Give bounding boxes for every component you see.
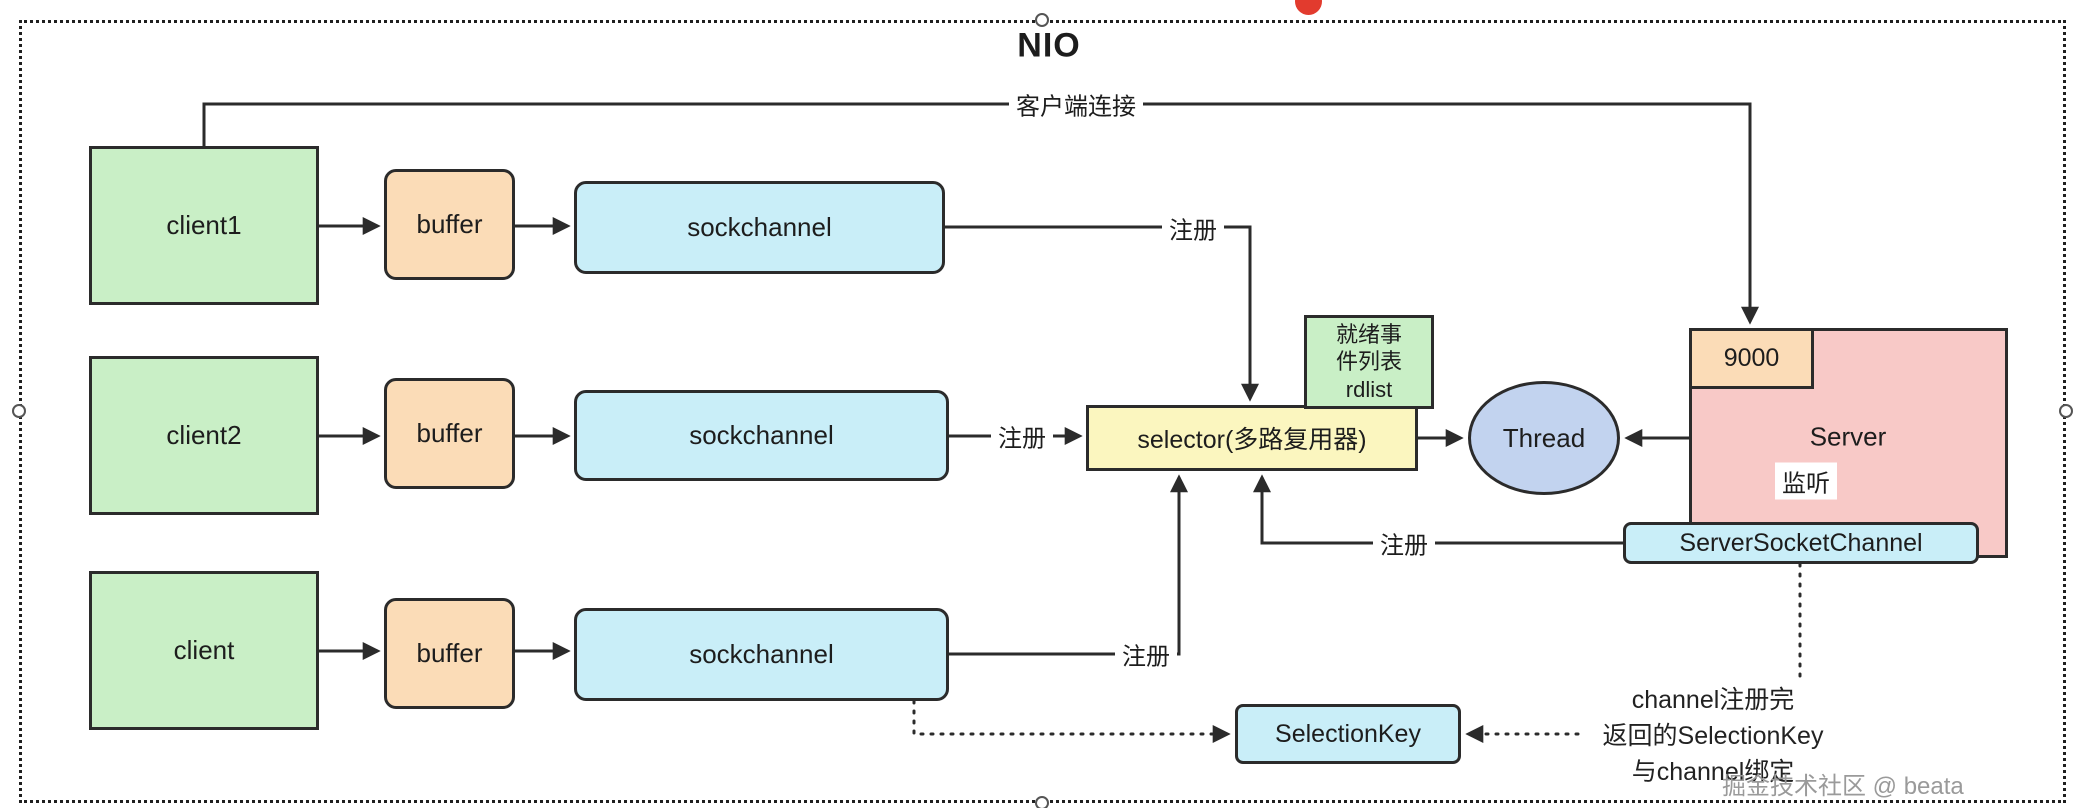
resize-handle-bottom[interactable]	[1035, 796, 1049, 808]
register-label-server: 注册	[1373, 524, 1435, 562]
buffer1-node: buffer	[384, 169, 515, 280]
register-label-3: 注册	[1115, 635, 1177, 673]
edge-serversocketchannel-selector	[1253, 474, 1623, 545]
port-9000-node: 9000	[1689, 328, 1814, 389]
edge-sockchannel3-selectionkey-dotted	[912, 699, 1231, 743]
client-connection-label: 客户端连接	[1009, 85, 1143, 123]
selector-node: selector(多路复用器)	[1086, 405, 1418, 471]
selectionkey-annotation: channel注册完 返回的SelectionKey 与channel绑定	[1528, 682, 1898, 790]
sockchannel3-node: sockchannel	[574, 608, 949, 701]
red-dot-indicator	[1295, 0, 1322, 15]
register-label-1: 注册	[1162, 209, 1224, 247]
client2-node: client2	[89, 356, 319, 515]
resize-handle-top[interactable]	[1035, 13, 1049, 27]
server-label: Server	[1809, 421, 1887, 452]
annotation-line-3: 与channel绑定	[1631, 758, 1795, 786]
edge-sockchannel1-selector	[945, 225, 1259, 402]
annotation-line-1: channel注册完	[1631, 686, 1795, 714]
buffer2-node: buffer	[384, 378, 515, 489]
thread-node: Thread	[1468, 381, 1620, 495]
watermark: 掘金技术社区 @ beata	[1722, 773, 1964, 800]
sockchannel2-node: sockchannel	[574, 390, 949, 481]
selectionkey-node: SelectionKey	[1235, 704, 1461, 764]
edge-sockchannel3-selector	[949, 474, 1188, 656]
resize-handle-left[interactable]	[12, 404, 26, 418]
rdlist-node: 就绪事 件列表 rdlist	[1304, 315, 1434, 409]
sockchannel1-node: sockchannel	[574, 181, 945, 274]
register-label-2: 注册	[991, 417, 1053, 455]
buffer3-node: buffer	[384, 598, 515, 709]
edge-client-connection	[202, 102, 1759, 325]
client1-node: client1	[89, 146, 319, 305]
annotation-line-2: 返回的SelectionKey	[1602, 722, 1824, 750]
serversocketchannel-node: ServerSocketChannel	[1623, 522, 1979, 564]
diagram-title: NIO	[1017, 26, 1081, 65]
client3-node: client	[89, 571, 319, 730]
listen-label: 监听	[1775, 462, 1837, 500]
resize-handle-right[interactable]	[2059, 404, 2073, 418]
